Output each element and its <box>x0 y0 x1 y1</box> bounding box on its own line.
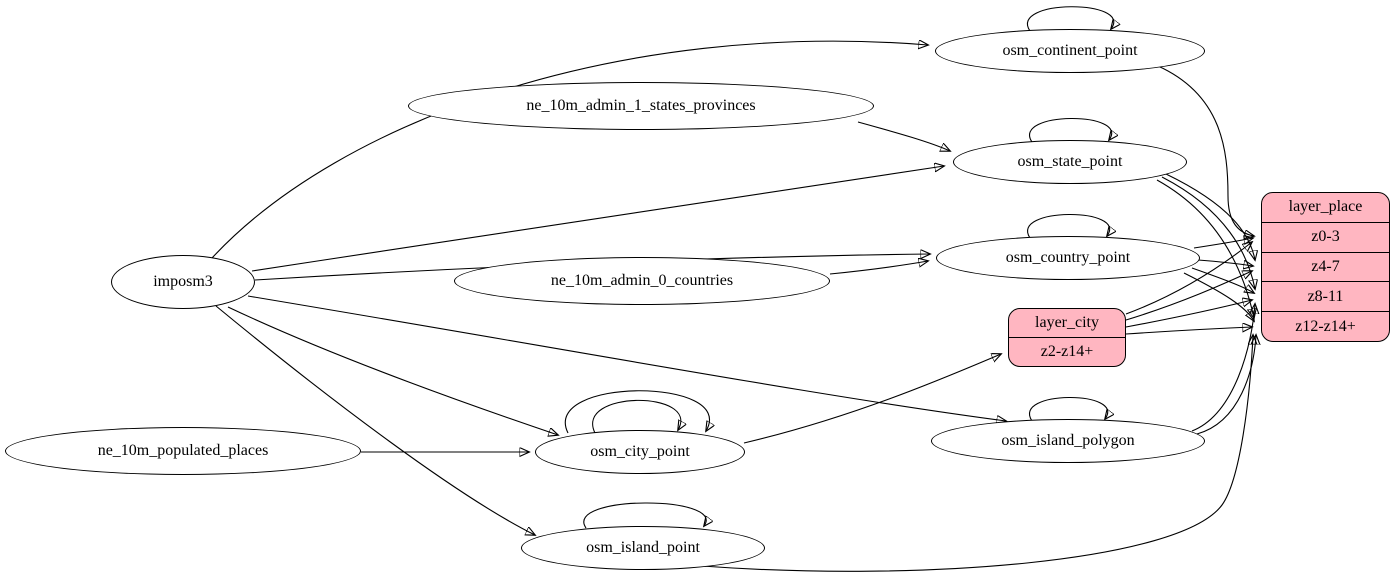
edge-layercity-z0 <box>1125 242 1252 315</box>
node-osm-island-polygon-label: osm_island_polygon <box>1001 432 1135 449</box>
edge-imposm3-continent <box>211 41 928 259</box>
record-layer-city-title: layer_city <box>1035 314 1099 331</box>
loop-city-outer <box>564 390 709 434</box>
node-ne-10m-admin-0-countries: ne_10m_admin_0_countries <box>454 257 830 305</box>
loop-islandpolygon <box>1028 396 1107 422</box>
edge-continent-z0 <box>1157 65 1254 236</box>
edge-islandpolygon-z8 <box>1191 304 1255 432</box>
node-ne-10m-admin-1-states-provinces: ne_10m_admin_1_states_provinces <box>408 82 874 130</box>
edge-layercity-z8 <box>1125 300 1252 328</box>
edge-state-z8 <box>1161 176 1255 289</box>
node-osm-continent-point-label: osm_continent_point <box>1002 42 1138 59</box>
edge-islandpolygon-z12 <box>1196 335 1256 435</box>
edge-imposm3-state <box>251 166 944 272</box>
loop-city-inner <box>592 399 681 434</box>
node-osm-city-point-label: osm_city_point <box>590 443 690 460</box>
node-osm-state-point: osm_state_point <box>953 140 1187 184</box>
edge-country-z8 <box>1191 267 1254 293</box>
edge-imposm3-islandpolygon <box>247 295 1006 421</box>
edge-country-z4 <box>1197 259 1253 266</box>
record-layer-city-row-z2-z14: z2-z14+ <box>1009 337 1125 366</box>
record-layer-place-row-z8-11: z8-11 <box>1262 281 1389 311</box>
node-osm-continent-point: osm_continent_point <box>935 29 1205 73</box>
node-ne-10m-populated-places: ne_10m_populated_places <box>5 427 361 475</box>
node-imposm3: imposm3 <box>111 255 255 309</box>
node-osm-country-point-label: osm_country_point <box>1005 249 1131 266</box>
edge-city-layercity <box>743 354 1001 444</box>
record-layer-city: layer_city z2-z14+ <box>1008 308 1126 367</box>
edge-imposm3-islandpoint <box>215 305 535 535</box>
record-layer-place: layer_place z0-3 z4-7 z8-11 z12-z14+ <box>1261 192 1390 342</box>
node-osm-city-point: osm_city_point <box>535 430 745 474</box>
node-ne-10m-admin-0-countries-label: ne_10m_admin_0_countries <box>550 272 734 289</box>
loop-continent <box>1026 6 1113 32</box>
edge-layercity-z12 <box>1125 327 1252 335</box>
record-layer-place-row-z12-z14: z12-z14+ <box>1262 311 1389 341</box>
node-osm-island-polygon: osm_island_polygon <box>931 419 1205 463</box>
record-layer-place-row-z0-3: z0-3 <box>1262 221 1389 252</box>
loop-state <box>1029 117 1112 143</box>
record-layer-place-title: layer_place <box>1288 198 1363 216</box>
edge-ne0-country <box>829 261 928 275</box>
edge-imposm3-city <box>227 306 558 435</box>
node-osm-state-point-label: osm_state_point <box>1017 153 1123 170</box>
node-ne-10m-admin-1-states-provinces-label: ne_10m_admin_1_states_provinces <box>526 97 756 114</box>
node-imposm3-label: imposm3 <box>153 273 213 290</box>
node-osm-island-point: osm_island_point <box>521 526 765 570</box>
edge-country-z0 <box>1193 238 1253 249</box>
record-layer-place-row-z4-7: z4-7 <box>1262 251 1389 282</box>
node-ne-10m-populated-places-label: ne_10m_populated_places <box>97 442 269 459</box>
loop-country <box>1027 213 1110 239</box>
node-osm-country-point: osm_country_point <box>936 236 1200 280</box>
node-osm-island-point-label: osm_island_point <box>586 539 700 556</box>
edge-ne1-state <box>857 121 950 151</box>
edge-layercity-z4 <box>1125 271 1252 321</box>
edge-islandpoint-z12 <box>701 335 1253 572</box>
loop-islandpoint <box>583 502 706 529</box>
